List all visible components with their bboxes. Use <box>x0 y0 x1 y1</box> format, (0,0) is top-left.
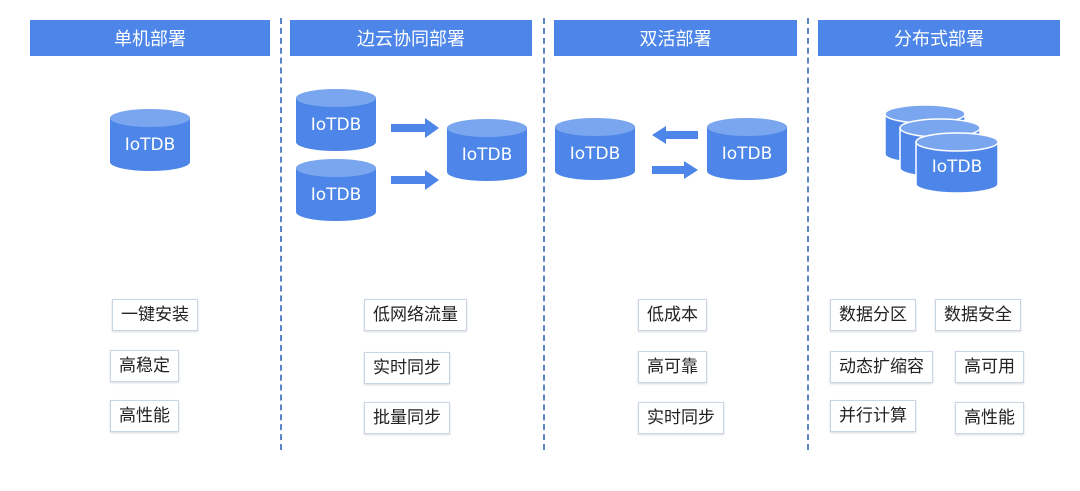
section-divider <box>280 18 282 450</box>
section-header-active-active: 双活部署 <box>554 20 797 56</box>
database-cylinder-icon: IoTDB <box>915 132 999 194</box>
database-cylinder-icon: IoTDB <box>447 118 527 182</box>
section-header-standalone: 单机部署 <box>30 20 270 56</box>
feature-tag: 批量同步 <box>364 402 450 434</box>
feature-tag: 低成本 <box>638 299 707 331</box>
feature-tag: 一键安装 <box>112 299 198 331</box>
feature-tag: 低网络流量 <box>364 299 467 331</box>
feature-tag: 高性能 <box>955 402 1024 434</box>
feature-tag: 实时同步 <box>364 352 450 384</box>
section-header-distributed: 分布式部署 <box>818 20 1060 56</box>
feature-tag: 数据分区 <box>830 299 916 331</box>
database-cylinder-icon: IoTDB <box>110 108 190 172</box>
feature-tag: 高可靠 <box>638 351 707 383</box>
arrow-right-icon <box>391 118 439 138</box>
database-cylinder-icon: IoTDB <box>707 117 787 181</box>
arrow-right-icon <box>652 161 698 179</box>
feature-tag: 动态扩缩容 <box>830 351 933 383</box>
section-divider <box>807 18 809 450</box>
feature-tag: 并行计算 <box>830 400 916 432</box>
database-cylinder-icon: IoTDB <box>296 158 376 222</box>
feature-tag: 实时同步 <box>638 402 724 434</box>
feature-tag: 数据安全 <box>935 299 1021 331</box>
database-cylinder-icon: IoTDB <box>555 117 635 181</box>
arrow-left-icon <box>652 126 698 144</box>
feature-tag: 高性能 <box>110 400 179 432</box>
section-divider <box>543 18 545 450</box>
section-header-edge-cloud: 边云协同部署 <box>290 20 532 56</box>
arrow-right-icon <box>391 170 439 190</box>
database-cylinder-icon: IoTDB <box>296 88 376 152</box>
feature-tag: 高稳定 <box>110 350 179 382</box>
feature-tag: 高可用 <box>955 351 1024 383</box>
